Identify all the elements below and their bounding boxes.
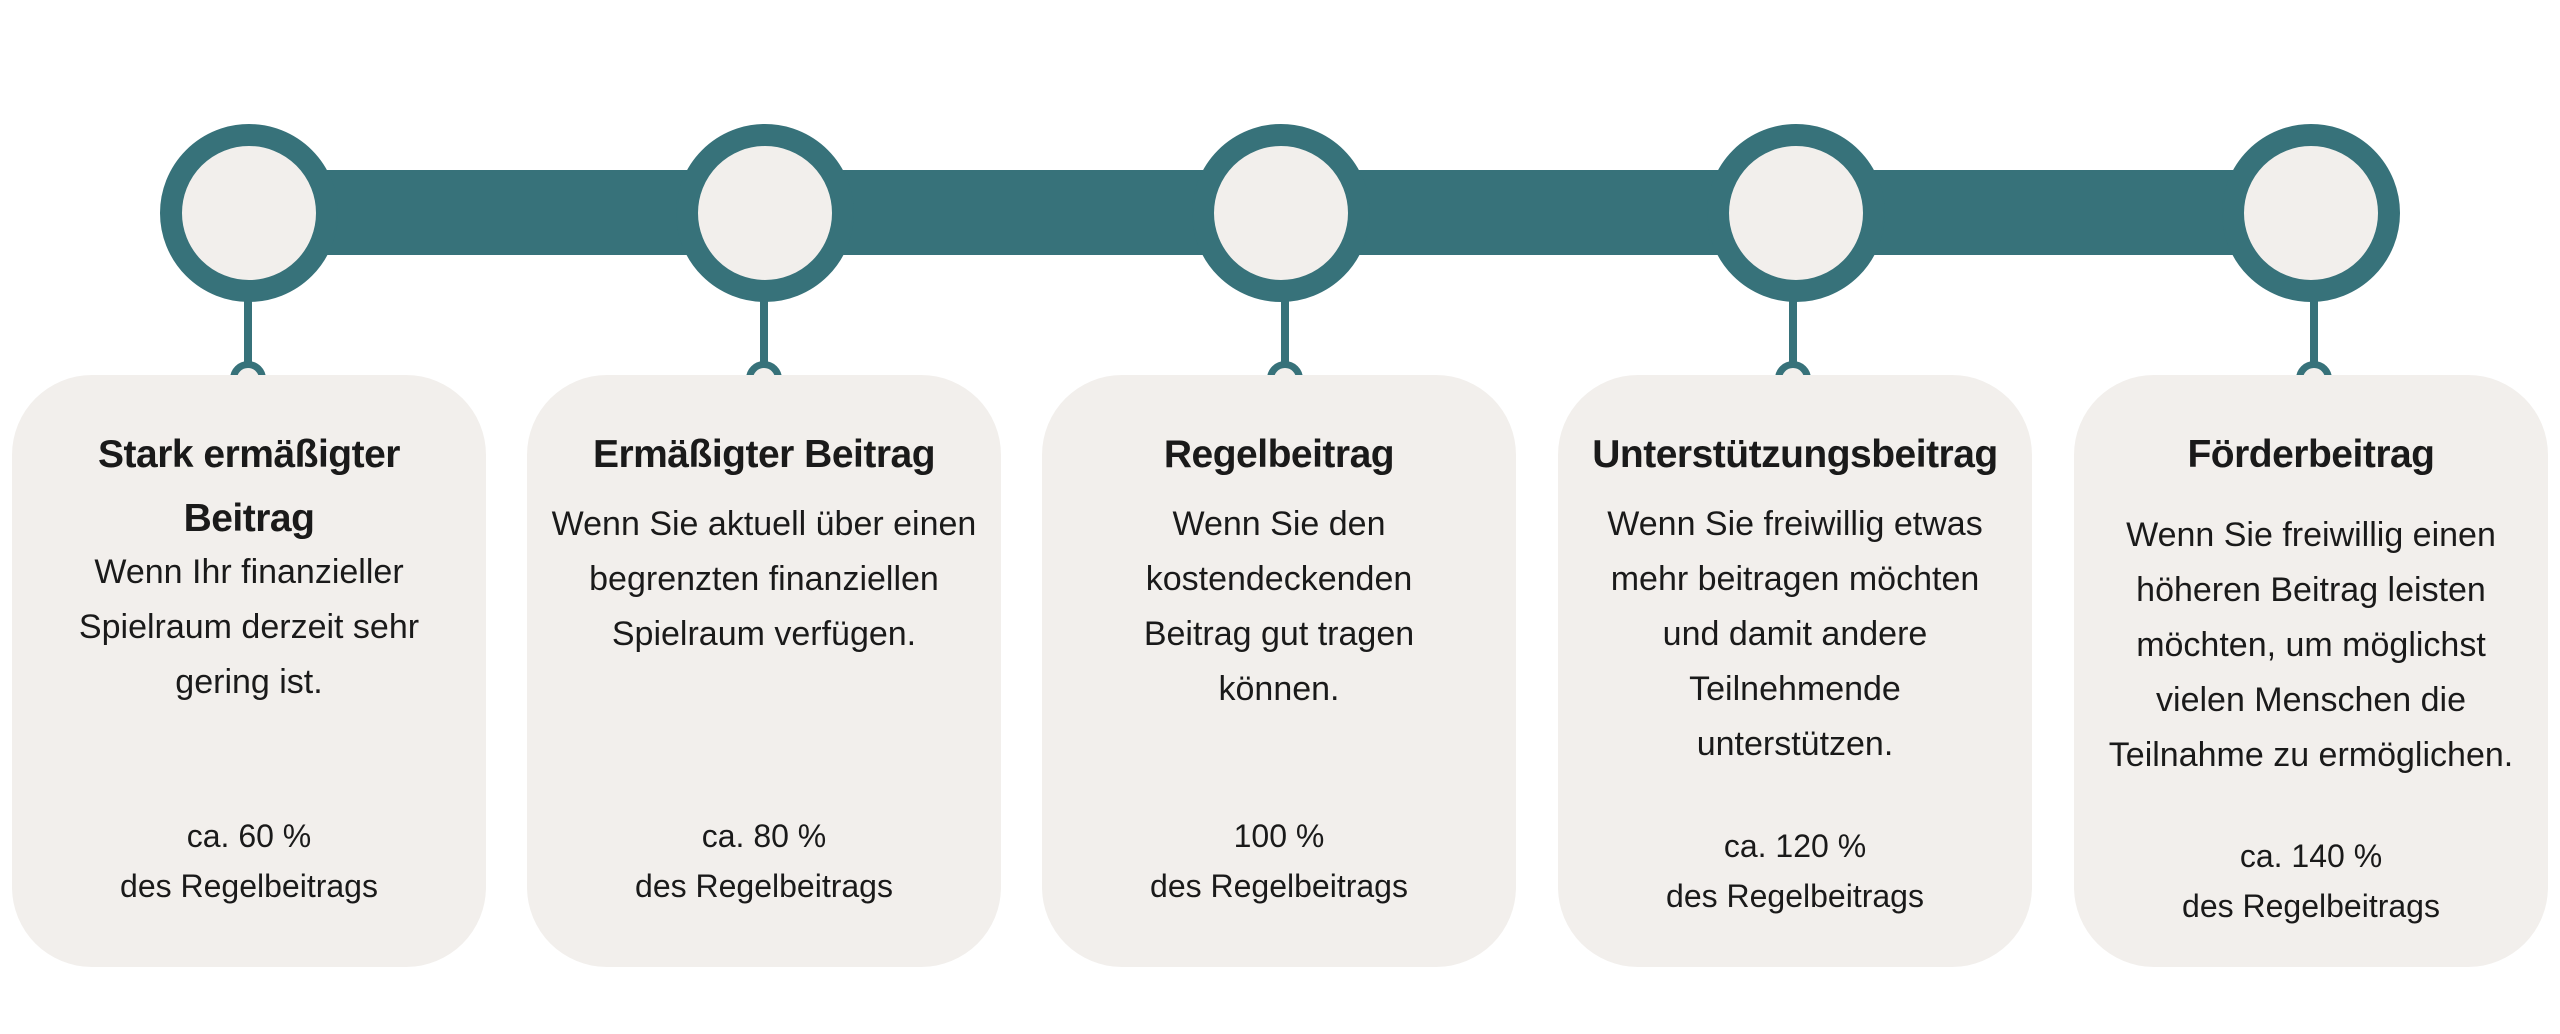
step-percent-caption: des Regelbeitrags <box>1666 878 1924 914</box>
step-percent-caption: des Regelbeitrags <box>2182 888 2440 924</box>
step-description: Wenn Sie den kostendeckenden Beitrag gut… <box>1143 505 1415 708</box>
step-description: Wenn Ihr finanzieller Spielraum derzeit … <box>78 553 420 701</box>
step-title: Unterstützungsbeitrag <box>1592 433 1998 476</box>
step-card-2: Ermäßigter Beitrag Wenn Sie aktuell über… <box>527 375 1001 967</box>
timeline-node-1 <box>160 124 338 302</box>
step-percent-caption: des Regelbeitrags <box>1150 868 1408 904</box>
connector-stem-3 <box>1281 296 1289 372</box>
step-card-5: Förderbeitrag Wenn Sie freiwillig einen … <box>2074 375 2548 967</box>
step-title: Regelbeitrag <box>1163 433 1395 476</box>
step-description: Wenn Sie freiwillig einen höheren Beitra… <box>2108 516 2514 774</box>
step-title: Förderbeitrag <box>2187 433 2435 476</box>
connector-stem-5 <box>2310 296 2318 372</box>
step-percent: ca. 60 % <box>186 818 312 854</box>
timeline-node-4 <box>1707 124 1885 302</box>
timeline-node-3 <box>1192 124 1370 302</box>
connector-stem-2 <box>760 296 768 372</box>
step-title: Stark ermäßigter Beitrag <box>98 433 400 540</box>
step-percent-caption: des Regelbeitrags <box>635 868 893 904</box>
step-card-1: Stark ermäßigter Beitrag Wenn Ihr finanz… <box>12 375 486 967</box>
step-card-4: Unterstützungsbeitrag Wenn Sie freiwilli… <box>1558 375 2032 967</box>
step-title: Ermäßigter Beitrag <box>592 433 936 476</box>
step-percent: ca. 120 % <box>1723 828 1867 864</box>
timeline-node-2 <box>676 124 854 302</box>
timeline-node-5 <box>2222 124 2400 302</box>
step-description: Wenn Sie freiwillig etwas mehr beitragen… <box>1607 505 1983 763</box>
connector-stem-4 <box>1789 296 1797 372</box>
step-percent: ca. 80 % <box>701 818 827 854</box>
step-percent: 100 % <box>1233 818 1325 854</box>
step-description: Wenn Sie aktuell über einen begrenzten f… <box>551 505 977 653</box>
step-card-3: Regelbeitrag Wenn Sie den kostendeckende… <box>1042 375 1516 967</box>
step-percent: ca. 140 % <box>2239 838 2383 874</box>
connector-stem-1 <box>244 296 252 372</box>
step-percent-caption: des Regelbeitrags <box>120 868 378 904</box>
